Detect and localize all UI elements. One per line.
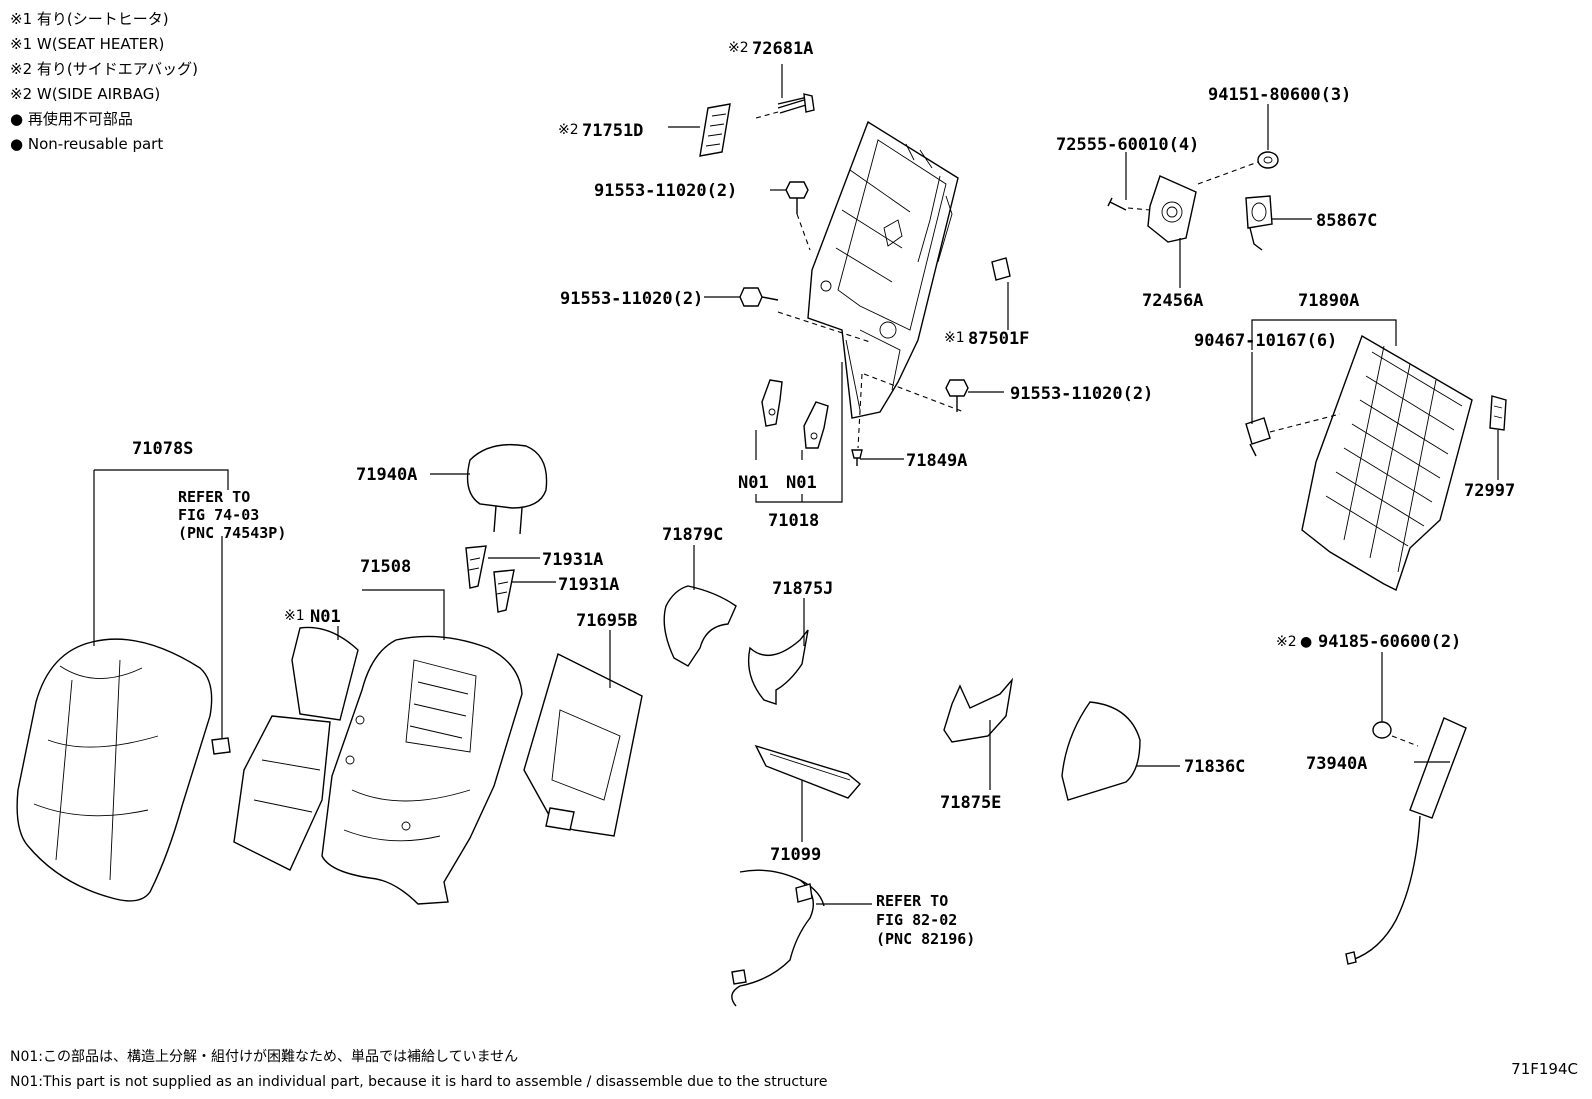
label-71875E: 71875E [940, 793, 1001, 813]
seat-back-cover-71078S [16, 638, 213, 902]
label-91553-b: 91553-11020(2) [560, 289, 703, 309]
motor-85867C [1245, 195, 1273, 251]
note-N01-en: N01:This part is not supplied as an indi… [10, 1074, 828, 1090]
adjuster-71018-a [761, 379, 783, 427]
figure-code: 71F194C [1511, 1060, 1578, 1078]
mark-side-airbag-71751D: ※2 [558, 122, 579, 138]
clip-71849A [851, 449, 863, 466]
label-71751D: 71751D [582, 121, 643, 141]
bracket-72456A [1147, 175, 1197, 243]
cover-71836C [1061, 701, 1141, 801]
refer-74-03-line2: FIG 74-03 [178, 506, 259, 524]
legend-nonreusable-en: ● Non-reusable part [10, 135, 164, 153]
legend-seat-heater-jp: ※1 有り(シートヒータ) [10, 10, 169, 28]
legend-side-airbag-jp: ※2 有り(サイドエアバッグ) [10, 60, 199, 78]
mark-seat-heater-N01: ※1 [284, 608, 305, 624]
leader-lines [93, 64, 1499, 905]
connector-87501F [991, 257, 1011, 281]
cover-71875J [747, 629, 809, 705]
label-N01-c: N01 [310, 607, 341, 627]
label-73940A: 73940A [1306, 754, 1367, 774]
label-71849A: 71849A [906, 451, 967, 471]
legend-side-airbag-en: ※2 W(SIDE AIRBAG) [10, 85, 161, 103]
label-71940A: 71940A [356, 465, 417, 485]
cover-71879C [663, 585, 737, 667]
bolt-91553-c [945, 379, 969, 412]
seat-back-pad-71508 [321, 635, 523, 905]
refer-74-03-line1: REFER TO [178, 488, 250, 506]
bolt-72681A [777, 93, 815, 114]
label-71836C: 71836C [1184, 757, 1245, 777]
label-72997: 72997 [1464, 481, 1515, 501]
seat-back-frame [807, 120, 959, 419]
wire-harness-82196 [731, 869, 825, 1007]
panel-71099 [754, 744, 861, 799]
label-91553-c: 91553-11020(2) [1010, 384, 1153, 404]
label-71099: 71099 [770, 845, 821, 865]
label-85867C: 85867C [1316, 211, 1377, 231]
label-71078S: 71078S [132, 439, 193, 459]
mark-nonreusable-94185: ● [1300, 634, 1312, 650]
mark-side-airbag-72681A: ※2 [728, 40, 749, 56]
back-board-71890A [1245, 334, 1473, 591]
airbag-73940A [1345, 717, 1467, 965]
label-71879C: 71879C [662, 525, 723, 545]
refer-82-02-line1: REFER TO [876, 892, 948, 910]
headrest-71940A [466, 443, 548, 535]
refer-82-02-line2: FIG 82-02 [876, 911, 957, 929]
guide-71931A-2 [493, 569, 515, 613]
note-N01-jp: N01:この部品は、構造上分解・組付けが困難なため、単品では補給していません [10, 1049, 519, 1065]
heater-pad-N01 [233, 626, 359, 871]
label-87501F: 87501F [968, 329, 1029, 349]
label-N01-b: N01 [786, 473, 817, 493]
tag-74543P [211, 737, 231, 755]
label-91553-a: 91553-11020(2) [594, 181, 737, 201]
label-71695B: 71695B [576, 611, 637, 631]
label-71018: 71018 [768, 511, 819, 531]
adjuster-71018-b [803, 401, 829, 449]
label-94185: 94185-60600(2) [1318, 632, 1461, 652]
label-72456A: 72456A [1142, 291, 1203, 311]
pad-71695B [523, 652, 643, 837]
label-71890A: 71890A [1298, 291, 1359, 311]
guide-71931A-1 [465, 545, 487, 589]
mark-seat-heater-87501F: ※1 [944, 330, 965, 346]
installation-lines [755, 111, 1419, 747]
label-N01-a: N01 [738, 473, 769, 493]
cover-71875E [943, 677, 1014, 743]
bolt-91553-a [785, 181, 809, 214]
legend-nonreusable-jp: ● 再使用不可部品 [10, 110, 133, 128]
label-71931A-2: 71931A [558, 575, 619, 595]
label-72555: 72555-60010(4) [1056, 135, 1199, 155]
refer-82-02-line3: (PNC 82196) [876, 930, 975, 948]
label-71508: 71508 [360, 557, 411, 577]
refer-74-03-line3: (PNC 74543P) [178, 524, 286, 542]
mark-side-airbag-94185: ※2 [1276, 634, 1297, 650]
bolt-91553-b [739, 287, 779, 307]
nut-94185 [1372, 721, 1392, 739]
screw-72555 [1107, 197, 1127, 211]
plate-71751D [699, 103, 731, 157]
label-94151: 94151-80600(3) [1208, 85, 1351, 105]
clip-72997 [1489, 395, 1507, 431]
label-71931A-1: 71931A [542, 550, 603, 570]
label-71875J: 71875J [772, 579, 833, 599]
nut-94151 [1257, 151, 1279, 169]
label-72681A: 72681A [752, 39, 813, 59]
label-90467: 90467-10167(6) [1194, 331, 1337, 351]
legend-seat-heater-en: ※1 W(SEAT HEATER) [10, 35, 165, 53]
